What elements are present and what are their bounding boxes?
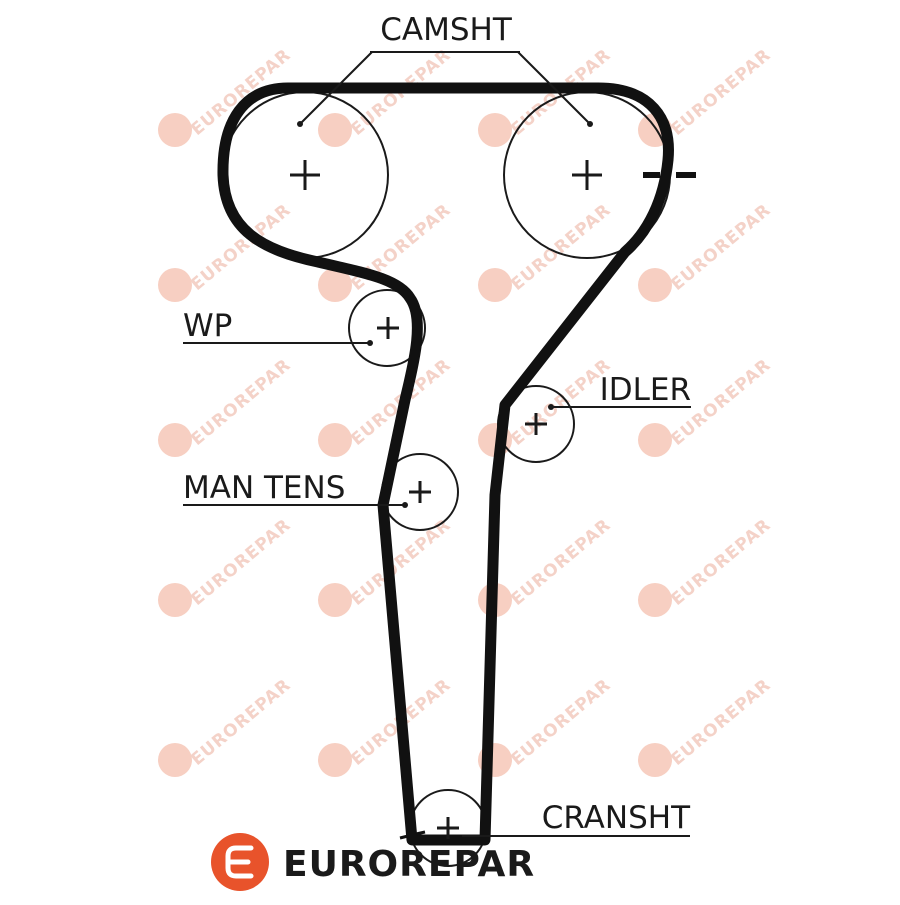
watermark-logo: EUROREPAR	[318, 45, 455, 147]
watermark-text: EUROREPAR	[667, 200, 775, 295]
watermark-text: EUROREPAR	[187, 675, 295, 770]
watermark-text: EUROREPAR	[187, 355, 295, 450]
camshaft-leader-right	[517, 51, 591, 125]
watermark-logo: EUROREPAR	[158, 675, 295, 777]
plus-icon	[377, 317, 399, 339]
watermark-logo: EUROREPAR	[318, 355, 455, 457]
idler-label: IDLER	[600, 372, 691, 408]
watermark-logo: EUROREPAR	[158, 355, 295, 457]
leader-lines	[183, 51, 691, 837]
plus-icon	[409, 481, 431, 503]
plus-icon	[437, 817, 459, 839]
watermark-text: EUROREPAR	[667, 675, 775, 770]
watermark-logo: EUROREPAR	[478, 675, 615, 777]
plus-icon	[572, 160, 602, 190]
watermark-text: EUROREPAR	[187, 515, 295, 610]
brand-name: EUROREPAR	[283, 844, 535, 885]
watermark-text: EUROREPAR	[507, 515, 615, 610]
center-marks	[290, 160, 602, 839]
watermark-logo: EUROREPAR	[478, 45, 615, 147]
watermark-text: EUROREPAR	[347, 200, 455, 295]
watermark-logo: EUROREPAR	[318, 675, 455, 777]
brand-logo-e-mark	[225, 845, 254, 879]
water-pump-label: WP	[183, 308, 232, 344]
watermark-logo: EUROREPAR	[638, 515, 775, 617]
watermark-logo: EUROREPAR	[638, 675, 775, 777]
plus-icon	[290, 160, 320, 190]
watermark-text: EUROREPAR	[507, 675, 615, 770]
water-pump-pulley	[348, 289, 426, 367]
brand-logo: EUROREPAR	[211, 833, 535, 891]
crank-timing-dashes	[399, 830, 426, 840]
crankshaft-label: CRANSHT	[542, 800, 691, 836]
camshaft-label: CAMSHT	[380, 12, 513, 48]
camshaft-leader-left	[299, 51, 373, 125]
watermark-logo: EUROREPAR	[158, 515, 295, 617]
watermark-text: EUROREPAR	[667, 515, 775, 610]
watermark-text: EUROREPAR	[667, 45, 775, 140]
timing-belt	[217, 82, 674, 846]
watermark-text: EUROREPAR	[347, 515, 455, 610]
plus-icon	[525, 413, 547, 435]
manual-tensioner-label: MAN TENS	[183, 470, 345, 506]
leader-dots	[297, 121, 593, 508]
